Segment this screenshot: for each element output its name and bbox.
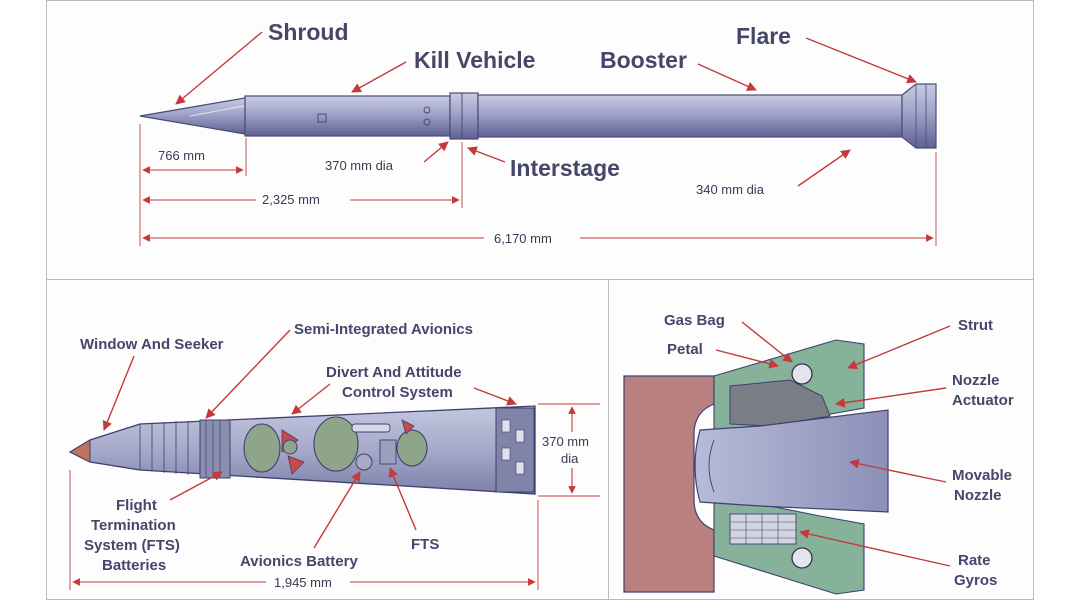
rate-gyros-label-line2: Gyros bbox=[954, 572, 997, 589]
gas-bag-sphere bbox=[791, 363, 813, 385]
kill-vehicle-cutaway bbox=[68, 405, 536, 495]
shroud-label: Shroud bbox=[268, 19, 349, 45]
flare-body bbox=[901, 83, 937, 149]
movable-nozzle bbox=[694, 409, 889, 513]
gas-bag-label: Gas Bag bbox=[664, 312, 725, 329]
interstage-body bbox=[449, 92, 479, 140]
dacs-label-line1: Divert And Attitude bbox=[326, 364, 462, 381]
booster-leader bbox=[697, 63, 757, 91]
rate-gyros-grid bbox=[730, 514, 796, 544]
nozzle-actuator-leader bbox=[835, 387, 947, 408]
dacs-thruster-2 bbox=[287, 455, 305, 475]
dim-text-bg bbox=[155, 147, 225, 163]
seeker-rings bbox=[139, 421, 189, 475]
rate-gyros-block bbox=[729, 513, 797, 545]
movable-nozzle-leader bbox=[849, 459, 947, 483]
dacs-leader-right bbox=[473, 387, 517, 406]
dacs-tank-1 bbox=[243, 423, 281, 473]
strut-label: Strut bbox=[958, 317, 993, 334]
full-missile bbox=[139, 83, 937, 149]
kv-cone-body bbox=[68, 405, 536, 495]
fts-batteries-label-line4: Batteries bbox=[102, 557, 166, 574]
fts-batteries-label-line3: System (FTS) bbox=[84, 537, 180, 554]
rate-gyros-leader bbox=[799, 529, 951, 567]
dacs-tank-3 bbox=[396, 429, 428, 467]
interstage-label: Interstage bbox=[510, 155, 620, 181]
booster-body bbox=[477, 94, 903, 138]
fts-batteries-label-line2: Termination bbox=[91, 517, 176, 534]
nozzle-actuator-label-line1: Nozzle bbox=[952, 372, 1000, 389]
dacs-label-line2: Control System bbox=[342, 384, 453, 401]
flare-cutaway bbox=[623, 339, 889, 595]
avionics-battery-leader bbox=[313, 471, 361, 549]
shroud-length-label: 766 mm bbox=[158, 148, 205, 163]
kv-diameter-leader bbox=[423, 141, 449, 163]
dim-text-bg bbox=[540, 432, 604, 468]
flare-leader bbox=[805, 37, 917, 84]
petal-leader bbox=[715, 349, 779, 369]
nozzle-actuator-label-line2: Actuator bbox=[952, 392, 1014, 409]
kill-vehicle-port bbox=[423, 106, 431, 114]
kv-cutaway-length-label: 1,945 mm bbox=[274, 575, 332, 590]
dim-text-bg bbox=[256, 191, 350, 209]
booster-label: Booster bbox=[600, 47, 687, 73]
petal-label: Petal bbox=[667, 341, 703, 358]
avionics-stack bbox=[199, 419, 231, 479]
dim-text-bg bbox=[266, 573, 350, 591]
avionics-stack-lines bbox=[205, 420, 221, 478]
strut-leader bbox=[847, 325, 951, 370]
avionics-label: Semi-Integrated Avionics bbox=[294, 321, 473, 338]
shroud-leader bbox=[175, 31, 263, 105]
fts-leader bbox=[388, 467, 417, 531]
rate-gyros-label-line1: Rate bbox=[958, 552, 991, 569]
avionics-battery-label: Avionics Battery bbox=[240, 553, 358, 570]
kv-extension-lines bbox=[69, 403, 600, 590]
seeker-window bbox=[68, 439, 91, 463]
kv-diameter-label-line2: dia bbox=[561, 451, 579, 466]
dacs-thruster-3 bbox=[401, 419, 415, 435]
nozzle-throat bbox=[708, 439, 715, 493]
gas-bag-leader bbox=[741, 321, 793, 363]
kv-length-label: 2,325 mm bbox=[262, 192, 320, 207]
kill-vehicle-port bbox=[423, 118, 431, 126]
dacs-tank-2 bbox=[313, 416, 359, 472]
top-extension-lines bbox=[139, 124, 937, 246]
fts-label: FTS bbox=[411, 536, 439, 553]
movable-nozzle-label-line1: Movable bbox=[952, 467, 1012, 484]
window-seeker-leader bbox=[102, 355, 135, 431]
kv-diameter-label: 370 mm dia bbox=[325, 158, 394, 173]
booster-casing-section bbox=[623, 375, 715, 593]
fts-unit bbox=[379, 439, 397, 465]
avionics-battery-unit bbox=[355, 453, 373, 471]
shroud-inner-line bbox=[189, 105, 245, 117]
dacs-leader-left bbox=[291, 383, 331, 415]
aft-section-detail bbox=[501, 419, 525, 475]
kill-vehicle-leader bbox=[351, 61, 407, 93]
fts-batteries-leader bbox=[169, 471, 223, 501]
kill-vehicle-body bbox=[244, 95, 451, 137]
kv-diameter-label-line1: 370 mm bbox=[542, 434, 589, 449]
booster-diameter-label: 340 mm dia bbox=[696, 182, 765, 197]
dacs-manifold bbox=[351, 423, 391, 433]
fts-batteries-label-line1: Flight bbox=[116, 497, 157, 514]
avionics-leader bbox=[205, 329, 291, 419]
dacs-valve bbox=[282, 439, 298, 455]
flare-petal-lines bbox=[915, 84, 927, 148]
total-length-label: 6,170 mm bbox=[494, 231, 552, 246]
nozzle-actuator bbox=[729, 379, 831, 427]
flare-label: Flare bbox=[736, 23, 791, 49]
movable-nozzle-label-line2: Nozzle bbox=[954, 487, 1002, 504]
lower-gas-bag-sphere bbox=[791, 547, 813, 569]
kill-vehicle-window bbox=[317, 113, 327, 123]
window-seeker-label: Window And Seeker bbox=[80, 336, 224, 353]
interstage-leader bbox=[467, 146, 506, 163]
booster-diameter-leader bbox=[797, 149, 851, 187]
kill-vehicle-label: Kill Vehicle bbox=[414, 47, 535, 73]
dim-text-bg bbox=[484, 229, 580, 247]
